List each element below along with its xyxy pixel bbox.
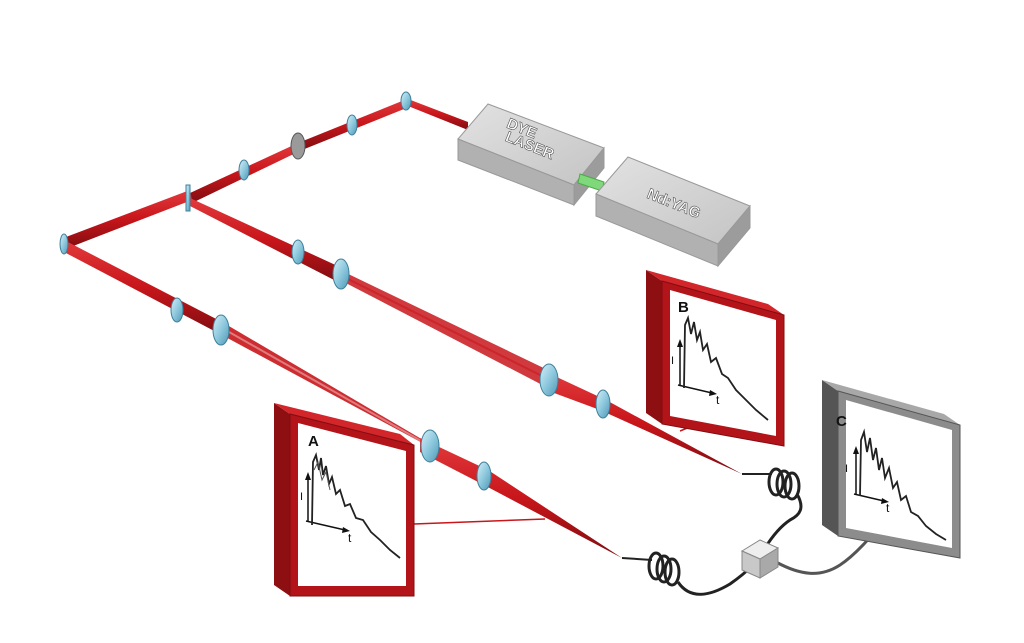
lens-b3-icon [539,363,559,397]
beam-path-a-thin [221,327,431,447]
beam-path-b-upper [190,198,342,282]
panel-a-x-label: t [348,531,352,545]
lens-a2-icon [212,314,230,346]
lens-b2-icon [332,258,350,290]
aperture-disc-icon [290,132,306,160]
panel-b: B I t [646,270,785,447]
optics [59,91,611,491]
panel-a-decay-trace [311,451,401,559]
dye-laser-box: DYE LASER [457,103,605,207]
lens-a3-icon [420,429,440,463]
beam-path-a-upper [64,240,222,334]
panel-a: A I t [274,403,415,597]
fiber-coupler-cube [740,539,780,579]
panel-b-decay-trace [683,314,769,421]
panel-b-letter: B [678,299,689,316]
beam-path-a-lower [420,438,622,558]
panel-b-screen [670,290,776,436]
beam-path-a-focus [220,322,430,446]
leader-line-a [413,518,546,525]
beam-path-b-focus [340,270,552,390]
panel-c-y-label: I [845,463,848,475]
lens-top-icon [346,114,358,136]
lens-a4-icon [476,461,492,491]
fiber-coil-b-icon [767,467,785,497]
panel-a-screen [298,423,406,586]
lens-b4-icon [595,389,611,419]
beam-splitter-icon [185,184,191,212]
fiber-coil-a-icon [647,551,665,581]
panel-b-x-label: t [716,393,720,407]
beam-to-left-mirror [66,190,192,248]
beam-laser-output [408,99,468,130]
panel-c-decay-trace [859,428,947,541]
panel-c: C I t [822,380,961,559]
panel-c-letter: C [836,413,847,430]
fiber-b-to-coupler [763,493,803,549]
panel-a-letter: A [308,433,319,450]
ndyag-box: Nd:YAG [595,156,751,268]
mirror-left-icon [59,233,69,255]
beam-path-b-lower [546,372,742,474]
lens-upper-left-icon [238,159,250,181]
lens-b1-icon [291,239,305,265]
mirror-top-icon [400,91,412,111]
panel-b-y-label: I [671,355,674,367]
fiber-a-to-coupler [676,564,754,596]
panel-a-y-label: I [300,491,303,503]
panel-c-x-label: t [886,501,890,515]
lens-a1-icon [170,297,184,323]
panel-c-screen [846,400,952,548]
